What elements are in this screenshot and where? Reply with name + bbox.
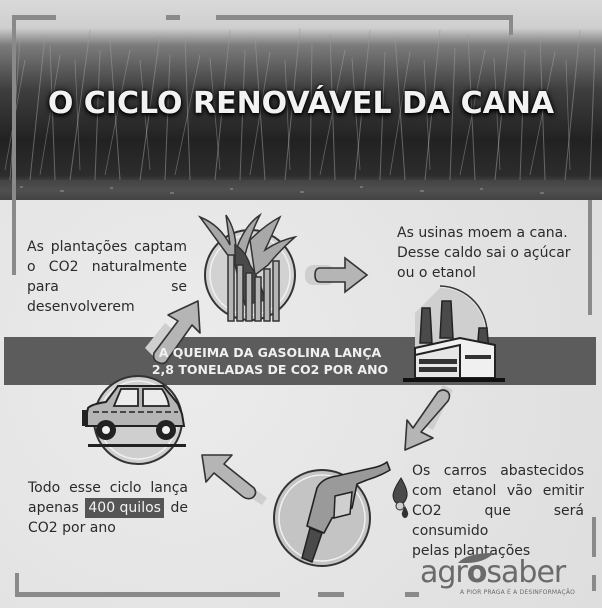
banner-line-1: A QUEIMA DA GASOLINA LANÇA [158, 345, 382, 360]
step-mills-line-1: As usinas moem a cana. [397, 225, 568, 241]
logo-wordmark: agrosaber [420, 555, 566, 590]
step-plants-line-2: o CO2 naturalmente [27, 259, 187, 275]
drop-icon [401, 506, 409, 518]
step-ethanol-line-2: com etanol vão emitir [412, 483, 584, 499]
arrow-right-icon [305, 256, 369, 294]
step-ethanol-line-3: CO2 que será consumido [412, 503, 584, 539]
gasoline-banner-text: A QUEIMA DA GASOLINA LANÇA 2,8 TONELADAS… [150, 344, 390, 378]
sugarcane-icon [197, 212, 298, 322]
header-photo: O CICLO RENOVÁVEL DA CANA [0, 0, 602, 200]
step-mills-text: As usinas moem a cana. Desse caldo sai o… [397, 223, 582, 283]
frame-line-left [12, 15, 16, 275]
step-cycle-text: Todo esse ciclo lança apenas 400 quilos … [28, 478, 188, 538]
step-cycle-line-2: apenas 400 quilos de [28, 498, 188, 518]
step-plants-text: As plantações captam o CO2 naturalmente … [27, 237, 187, 317]
frame-line-top-left [12, 15, 56, 20]
step-cycle-line-3: CO2 por ano [28, 520, 116, 536]
frame-line-right-bottom [592, 517, 596, 557]
step-ethanol-line-1: Os carros abastecidos [412, 463, 584, 479]
sugarcane-field-photo [0, 27, 602, 200]
car-icon [82, 375, 186, 465]
factory-icon [403, 285, 505, 382]
step-mills-line-2: Desse caldo sai o açúcar [397, 245, 571, 261]
frame-line-bottom-left [15, 592, 280, 597]
arrow-up-right-icon [145, 300, 201, 365]
step-ethanol-text: Os carros abastecidos com etanol vão emi… [412, 461, 584, 561]
agrosaber-logo: agrosaber A PIOR PRAGA É A DESINFORMAÇÃO [420, 553, 590, 603]
banner-line-2: 2,8 TONELADAS DE CO2 POR ANO [151, 362, 389, 377]
frame-line-right-top [509, 15, 513, 35]
frame-line-top-mid [166, 15, 180, 20]
step-cycle-line-2-after: de [170, 500, 189, 516]
arrow-up-left-icon [201, 454, 267, 505]
gasoline-banner [4, 337, 596, 385]
step-cycle-line-1: Todo esse ciclo lança [28, 480, 188, 496]
leaf-icon [458, 553, 494, 563]
frame-line-bottom-mid-2 [405, 592, 419, 597]
logo-tagline: A PIOR PRAGA É A DESINFORMAÇÃO [460, 589, 576, 596]
frame-line-top-right [216, 15, 512, 20]
step-plants-line-3: para se desenvolverem [27, 279, 187, 315]
step-plants-line-1: As plantações captam [27, 239, 187, 255]
arrow-down-left-icon [404, 385, 453, 451]
frame-line-right-bottom-2 [592, 575, 596, 591]
step-cycle-line-2-before: apenas [28, 500, 79, 516]
frame-line-bottom-mid [318, 592, 344, 597]
step-mills-line-3: ou o etanol [397, 265, 476, 281]
highlight-400-kg: 400 quilos [85, 498, 164, 518]
frame-line-bottom-left-vert [15, 573, 19, 597]
page-title: O CICLO RENOVÁVEL DA CANA [47, 86, 555, 121]
step-ethanol-line-4: pelas plantações [412, 543, 531, 559]
fuel-nozzle-icon [273, 461, 408, 567]
frame-line-right-mid [588, 200, 592, 315]
